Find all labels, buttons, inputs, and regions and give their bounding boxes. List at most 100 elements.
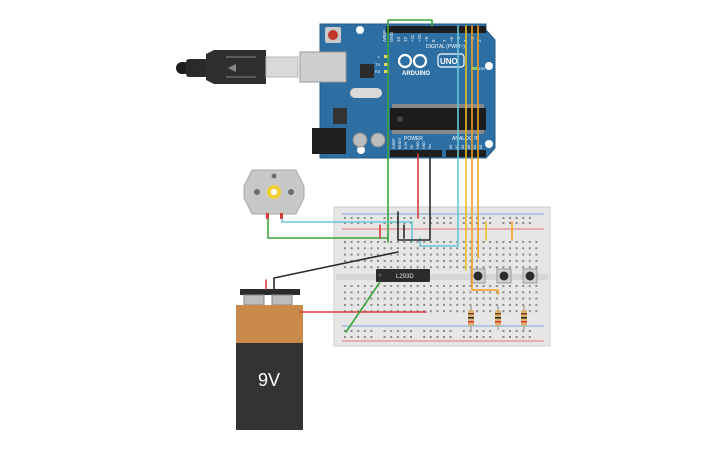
breadboard-hole: [383, 241, 386, 243]
breadboard-hole: [429, 330, 432, 332]
breadboard-hole: [363, 285, 366, 287]
breadboard-hole: [390, 253, 393, 256]
breadboard-hole: [357, 217, 360, 219]
push-button-1[interactable]: [470, 268, 486, 284]
breadboard-hole: [502, 297, 505, 300]
breadboard-hole: [423, 222, 426, 224]
breadboard-hole: [396, 266, 399, 269]
svg-text:~11: ~11: [410, 34, 415, 42]
breadboard-hole: [502, 259, 505, 262]
breadboard-hole: [350, 259, 353, 262]
breadboard-hole: [476, 330, 478, 332]
resistor-1[interactable]: [468, 306, 474, 330]
breadboard-hole: [449, 247, 452, 250]
breadboard-hole: [370, 285, 373, 287]
resistors[interactable]: [468, 306, 527, 330]
breadboard-hole: [535, 310, 538, 313]
breadboard-hole: [429, 336, 432, 338]
breadboard-hole: [390, 222, 393, 224]
breadboard-hole: [410, 330, 412, 332]
breadboard-hole: [482, 291, 485, 294]
breadboard-hole: [462, 217, 465, 219]
breadboard-hole: [449, 310, 452, 313]
breadboard-hole: [429, 259, 432, 262]
breadboard-hole: [403, 222, 406, 224]
breadboard-hole: [515, 310, 518, 313]
push-buttons[interactable]: [470, 268, 538, 284]
breadboard-hole: [423, 297, 426, 300]
breadboard-hole: [410, 266, 412, 269]
wire-green-chip[interactable]: [345, 281, 381, 333]
wire-cyan-arduino[interactable]: [419, 25, 459, 247]
breadboard-hole: [456, 297, 459, 300]
l293d-chip[interactable]: L293D: [376, 269, 430, 282]
regulator: [333, 108, 347, 124]
wire-orange-1[interactable]: [471, 25, 499, 295]
resistor-3[interactable]: [521, 306, 527, 330]
breadboard-hole: [363, 291, 366, 294]
breadboard-hole: [383, 217, 386, 219]
wire-battery-black[interactable]: [273, 251, 399, 290]
breadboard-hole: [522, 330, 525, 332]
breadboard-hole: [509, 310, 511, 313]
breadboard-hole: [363, 259, 366, 262]
breadboard-hole: [515, 259, 518, 262]
breadboard-hole: [350, 222, 353, 224]
svg-text:RX: RX: [375, 69, 381, 74]
breadboard-hole: [489, 247, 492, 250]
battery-9v[interactable]: 9V: [236, 289, 303, 430]
crystal: [350, 88, 382, 98]
breadboard-hole: [436, 217, 439, 219]
breadboard-hole: [370, 222, 373, 224]
breadboard-hole: [344, 259, 346, 262]
breadboard-hole: [390, 217, 393, 219]
breadboard-hole: [502, 241, 505, 243]
wire-green-arduino-gnd[interactable]: [387, 19, 433, 243]
breadboard-hole: [476, 285, 478, 287]
breadboard-hole: [495, 259, 498, 262]
breadboard-hole: [423, 336, 426, 338]
breadboard-hole: [410, 241, 412, 243]
breadboard-hole: [377, 241, 379, 243]
svg-text:GND: GND: [416, 141, 420, 149]
breadboard-hole: [476, 222, 478, 224]
breadboard-hole: [344, 285, 346, 287]
breadboard-hole: [502, 217, 505, 219]
breadboard-hole: [350, 241, 353, 243]
breadboard-hole: [489, 310, 492, 313]
svg-text:A5: A5: [479, 145, 483, 149]
breadboard-hole: [443, 303, 445, 306]
breadboard-hole: [469, 297, 472, 300]
dc-motor[interactable]: [243, 169, 305, 219]
breadboard-hole: [443, 259, 445, 262]
resistor-2[interactable]: [495, 306, 501, 330]
wire-cyan-motor[interactable]: [281, 218, 413, 243]
wire-black-gnd[interactable]: [397, 153, 431, 241]
breadboard-hole: [449, 285, 452, 287]
push-button-2[interactable]: [496, 268, 512, 284]
push-button-3[interactable]: [522, 268, 538, 284]
l293d-body: [376, 269, 430, 282]
breadboard-hole: [390, 241, 393, 243]
breadboard-hole: [357, 330, 360, 332]
breadboard-hole: [476, 291, 478, 294]
breadboard-hole: [476, 259, 478, 262]
wires[interactable]: [265, 19, 513, 333]
breadboard-hole: [515, 285, 518, 287]
breadboard-hole: [423, 291, 426, 294]
breadboard-hole: [489, 303, 492, 306]
breadboard-hole: [469, 222, 472, 224]
breadboard-hole: [522, 259, 525, 262]
breadboard-hole: [429, 253, 432, 256]
svg-text:AREF: AREF: [382, 30, 387, 42]
wire-green-motor[interactable]: [267, 218, 389, 239]
breadboard-hole: [495, 247, 498, 250]
arduino-uno-board[interactable]: AREF GND 13 12 ~11 ~10 ~9 8 7 ~6 ~5 4 ~3…: [299, 23, 496, 159]
breadboard-hole: [403, 253, 406, 256]
svg-text:Vin: Vin: [428, 144, 432, 149]
breadboard[interactable]: [333, 206, 551, 347]
breadboard-hole: [350, 266, 353, 269]
battery-terminal-pos: [271, 294, 293, 306]
breadboard-hole: [344, 291, 346, 294]
breadboard-hole: [416, 297, 419, 300]
